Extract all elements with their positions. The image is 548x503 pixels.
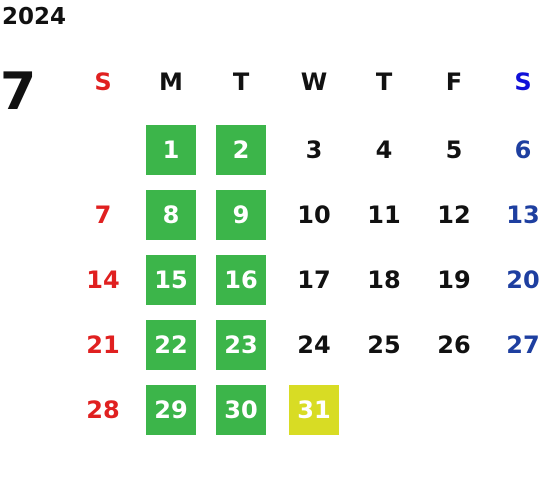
day-cell-11[interactable]: 11 [367, 201, 401, 229]
day-cell-18[interactable]: 18 [367, 266, 401, 294]
day-cell-7[interactable]: 7 [94, 201, 112, 229]
day-cell-9[interactable]: 9 [216, 190, 266, 240]
day-cell-17[interactable]: 17 [297, 266, 331, 294]
weekday-header-tue: T [232, 68, 250, 96]
day-cell-10[interactable]: 10 [297, 201, 331, 229]
weekday-header-sun: S [94, 68, 112, 96]
day-cell-2[interactable]: 2 [216, 125, 266, 175]
day-cell-5[interactable]: 5 [445, 136, 463, 164]
day-cell-14[interactable]: 14 [86, 266, 120, 294]
day-cell-29[interactable]: 29 [146, 385, 196, 435]
day-cell-26[interactable]: 26 [437, 331, 471, 359]
day-cell-19[interactable]: 19 [437, 266, 471, 294]
day-cell-15[interactable]: 15 [146, 255, 196, 305]
day-cell-24[interactable]: 24 [297, 331, 331, 359]
day-cell-4[interactable]: 4 [375, 136, 393, 164]
calendar-month: 7 [0, 62, 37, 122]
day-cell-23[interactable]: 23 [216, 320, 266, 370]
weekday-header-wed: W [300, 68, 328, 96]
day-cell-3[interactable]: 3 [305, 136, 323, 164]
day-cell-21[interactable]: 21 [86, 331, 120, 359]
day-cell-27[interactable]: 27 [506, 331, 540, 359]
day-cell-25[interactable]: 25 [367, 331, 401, 359]
day-cell-16[interactable]: 16 [216, 255, 266, 305]
day-cell-20[interactable]: 20 [506, 266, 540, 294]
weekday-header-sat: S [514, 68, 532, 96]
day-cell-12[interactable]: 12 [437, 201, 471, 229]
day-cell-8[interactable]: 8 [146, 190, 196, 240]
weekday-header-thu: T [375, 68, 393, 96]
day-cell-6[interactable]: 6 [514, 136, 532, 164]
day-cell-1[interactable]: 1 [146, 125, 196, 175]
calendar-year: 2024 [2, 4, 67, 30]
day-cell-28[interactable]: 28 [86, 396, 120, 424]
day-cell-22[interactable]: 22 [146, 320, 196, 370]
weekday-header-fri: F [445, 68, 463, 96]
day-cell-31[interactable]: 31 [289, 385, 339, 435]
day-cell-13[interactable]: 13 [506, 201, 540, 229]
day-cell-30[interactable]: 30 [216, 385, 266, 435]
weekday-header-mon: M [159, 68, 183, 96]
